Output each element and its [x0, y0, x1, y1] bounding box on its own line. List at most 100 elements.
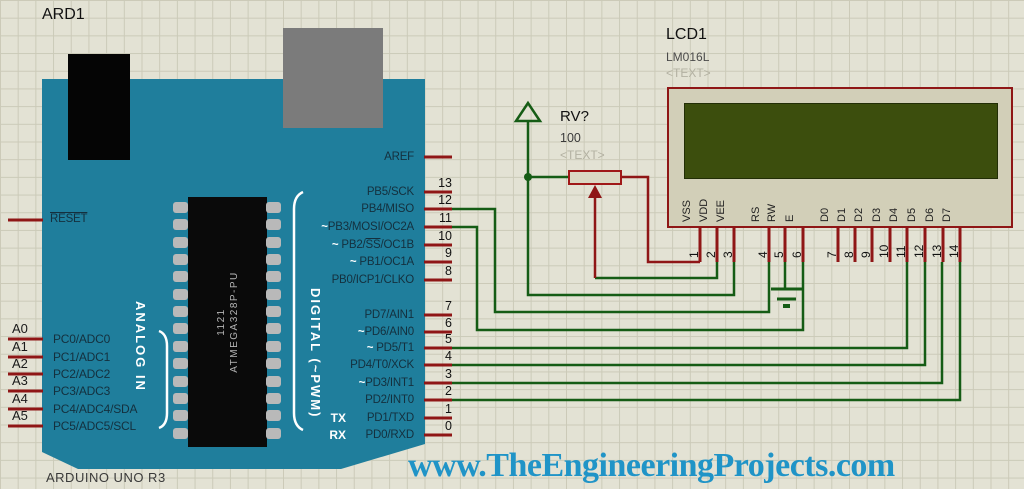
pin-number-1: 1 [445, 402, 452, 416]
chip-pin [173, 427, 188, 439]
pin-number-7: 7 [445, 299, 452, 313]
chip-pin [266, 254, 281, 266]
wire-e[interactable] [452, 225, 805, 332]
power-jack [68, 54, 130, 160]
wire-power-vee[interactable] [526, 120, 736, 297]
analog-pin-inner-A3: PC3/ADC3 [53, 384, 111, 398]
chip-pin [173, 340, 188, 352]
pin-number-13: 13 [438, 176, 452, 190]
pin-label-9: ~ PB1/OC1A [349, 256, 414, 268]
pin-label-2: PD2/INT0 [365, 394, 414, 406]
pin-number-0: 0 [445, 419, 452, 433]
ground-symbol[interactable] [771, 287, 802, 308]
pin-label-12: PB4/MISO [361, 203, 414, 215]
analog-pin-inner-A0: PC0/ADC0 [53, 332, 111, 346]
pin-prefix-rx: RX [329, 428, 346, 442]
pot-text-placeholder[interactable]: <TEXT> [560, 148, 605, 162]
lcd-screen [684, 103, 998, 179]
chip-pin [173, 219, 188, 231]
pot-wiper-arrow [588, 185, 602, 198]
reset-pin-label: RESET [50, 213, 88, 225]
chip-pin [173, 323, 188, 335]
chip-pin [173, 410, 188, 422]
pin-prefix-tx: TX [330, 411, 346, 425]
wire-rs[interactable] [452, 207, 771, 314]
pin-number-9: 9 [445, 246, 452, 260]
chip-pin [173, 236, 188, 248]
power-symbol[interactable] [513, 100, 543, 123]
analog-group-bracket [158, 329, 169, 430]
wire-d6[interactable] [452, 262, 944, 385]
pin-label-4: PD4/T0/XCK [350, 359, 414, 371]
chip-pin [266, 306, 281, 318]
analog-pin-inner-A4: PC4/ADC4/SDA [53, 402, 138, 416]
analog-pin-outer-A5: A5 [12, 408, 28, 423]
atmega-chip[interactable] [188, 197, 267, 447]
analog-pin-inner-A2: PC2/ADC2 [53, 367, 111, 381]
pin-label-7: PD7/AIN1 [364, 309, 414, 321]
pin-label-6: ~PD6/AIN0 [357, 326, 414, 338]
pin-stubs [8, 155, 962, 437]
pin-label-1: PD1/TXD [366, 412, 414, 424]
chip-pin [173, 254, 188, 266]
usb-connector [283, 28, 383, 128]
wire-pot-vss[interactable] [622, 175, 700, 264]
chip-pin [173, 306, 188, 318]
pin-label-3: ~PD3/INT1 [358, 377, 415, 389]
analog-pin-outer-A4: A4 [12, 391, 28, 406]
analog-pin-outer-A1: A1 [12, 339, 28, 354]
pot-value-label: 100 [560, 131, 581, 145]
chip-pin [173, 288, 188, 300]
pot-component[interactable] [568, 170, 622, 185]
wire-junction-dot [524, 173, 532, 181]
pin-label-5: ~ PD5/T1 [366, 342, 415, 354]
pin-label-8: PB0/ICP1/CLKO [331, 274, 415, 286]
chip-pin [266, 323, 281, 335]
pin-number-6: 6 [445, 316, 452, 330]
chip-pin [266, 375, 281, 387]
analog-pin-inner-A5: PC5/ADC5/SCL [53, 419, 136, 433]
wire-d5[interactable] [452, 262, 927, 367]
analog-pin-inner-A1: PC1/ADC1 [53, 350, 111, 364]
analog-pin-outer-A0: A0 [12, 321, 28, 336]
analog-pin-outer-A2: A2 [12, 356, 28, 371]
pin-label-11: ~PB3/MOSI/OC2A [321, 221, 414, 233]
chip-pin [173, 271, 188, 283]
pin-number-4: 4 [445, 349, 452, 363]
watermark: www.TheEngineeringProjects.com [408, 447, 895, 484]
wire-d4[interactable] [452, 262, 909, 350]
chip-pin [266, 288, 281, 300]
chip-pin [266, 410, 281, 422]
pin-number-11: 11 [439, 211, 452, 225]
pin-label-10: ~ PB2/SS/OC1B [331, 239, 414, 251]
pin-label-0: PD0/RXD [365, 429, 415, 441]
chip-pin [173, 392, 188, 404]
wire-d7[interactable] [452, 262, 962, 402]
pin-number-5: 5 [445, 332, 452, 346]
lcd-part-label: LM016L [666, 50, 710, 64]
chip-pin [266, 427, 281, 439]
wire-wiper-vdd[interactable] [595, 262, 719, 280]
chip-pin [266, 340, 281, 352]
lcd-ref-label[interactable]: LCD1 [666, 26, 707, 43]
analog-pin-outer-A3: A3 [12, 373, 28, 388]
chip-pin [173, 202, 188, 213]
pin-number-2: 2 [445, 384, 452, 398]
chip-pin [266, 271, 281, 283]
arduino-board-name: ARDUINO UNO R3 [46, 470, 166, 485]
lcd-text-placeholder[interactable]: <TEXT> [666, 66, 711, 80]
chip-pin [266, 202, 281, 213]
pot-ref-label[interactable]: RV? [560, 108, 589, 125]
pin-number-10: 10 [438, 229, 452, 243]
chip-pin [173, 358, 188, 370]
chip-pin [173, 375, 188, 387]
pin-number-12: 12 [438, 193, 452, 207]
chip-pin [266, 219, 281, 231]
pin-label-aref: AREF [384, 151, 414, 163]
chip-pin [266, 236, 281, 248]
arduino-ref-label[interactable]: ARD1 [42, 6, 85, 23]
chip-pin [266, 392, 281, 404]
pin-number-8: 8 [445, 264, 452, 278]
